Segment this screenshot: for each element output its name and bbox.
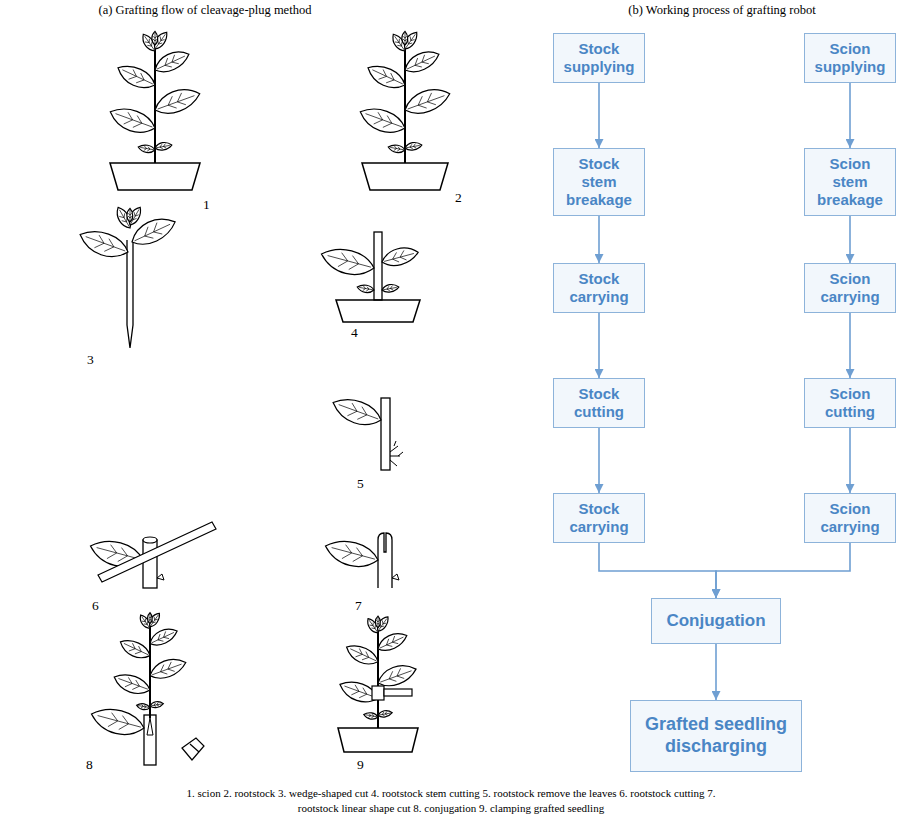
art-shape [322, 535, 381, 572]
box-label: Stock carrying [560, 500, 638, 536]
process-box: Grafted seedling discharging [630, 700, 802, 772]
art-shape [372, 686, 384, 700]
callout-number: 2 [455, 190, 462, 206]
box-label: Scion stem breakage [811, 155, 889, 209]
art-shape [143, 540, 157, 588]
flow-arrow [599, 543, 716, 598]
process-box: Scion supplying [804, 33, 896, 83]
art-shape [338, 728, 418, 752]
box-label: Scion supplying [811, 40, 889, 76]
process-box: Scion carrying [804, 263, 896, 313]
flow-arrow [849, 216, 851, 263]
art-shape [318, 243, 377, 280]
split-rootstock [322, 533, 399, 588]
art-shape [356, 30, 452, 163]
box-label: Scion carrying [811, 270, 889, 306]
art-shape [127, 240, 133, 348]
art-shape [357, 284, 375, 294]
art-shape [143, 537, 157, 543]
box-label: Conjugation [666, 611, 765, 631]
figure-caption: 1. scion 2. rootstock 3. wedge-shaped cu… [171, 786, 731, 816]
grafted-seedling [337, 615, 419, 752]
art-shape [392, 574, 399, 580]
flow-arrow [598, 313, 600, 378]
callout-number: 1 [203, 197, 210, 213]
art-shape [381, 283, 399, 293]
art-shape [390, 441, 403, 466]
art-shape [76, 225, 131, 263]
process-box: Stock carrying [553, 263, 645, 313]
art-shape [144, 715, 156, 765]
callout-number: 5 [357, 476, 364, 492]
flow-arrow [598, 216, 600, 263]
panel-heading: (b) Working process of grafting robot [628, 3, 815, 18]
art-shape [384, 689, 412, 696]
process-box: Stock cutting [553, 378, 645, 428]
flow-arrow [598, 83, 600, 148]
flow-arrow [598, 428, 600, 493]
rootstock-plant [356, 30, 452, 190]
art-shape [336, 300, 420, 322]
scion-plant [106, 30, 202, 190]
art-shape [182, 738, 204, 760]
art-shape [98, 522, 216, 582]
panel-heading: (a) Grafting flow of cleavage-plug metho… [99, 3, 312, 18]
callout-number: 8 [86, 757, 93, 773]
rootstock-cutting [87, 522, 216, 588]
art-shape [106, 30, 202, 163]
wedge-cut-scion [76, 205, 179, 348]
box-label: Scion carrying [811, 500, 889, 536]
art-shape [126, 205, 144, 227]
art-shape [88, 703, 147, 740]
process-box: Stock carrying [553, 493, 645, 543]
box-label: Stock supplying [560, 40, 638, 76]
flow-arrow [849, 428, 851, 493]
art-shape [127, 208, 133, 222]
callout-number: 7 [355, 598, 362, 614]
flow-arrow [715, 644, 717, 700]
box-label: Stock stem breakage [560, 155, 638, 209]
process-box: Stock stem breakage [553, 148, 645, 216]
box-label: Grafted seedling discharging [637, 714, 795, 757]
callout-number: 3 [87, 352, 94, 368]
art-shape [111, 611, 188, 718]
conjugation-figure [88, 611, 204, 765]
process-box: Scion cutting [804, 378, 896, 428]
leafless-rootstock [329, 393, 403, 470]
box-label: Stock cutting [560, 385, 638, 421]
process-box: Scion carrying [804, 493, 896, 543]
cut-rootstock [318, 232, 420, 322]
art-shape [113, 205, 134, 231]
process-box: Conjugation [651, 598, 781, 644]
art-shape [374, 232, 382, 300]
art-shape [337, 615, 419, 728]
box-label: Scion cutting [811, 385, 889, 421]
art-shape [157, 574, 164, 580]
art-shape [380, 244, 420, 269]
art-shape [381, 398, 390, 470]
callout-number: 6 [92, 598, 99, 614]
callout-number: 4 [351, 325, 358, 341]
box-label: Stock carrying [560, 270, 638, 306]
flow-arrow [716, 543, 850, 598]
art-shape [362, 163, 448, 190]
process-box: Stock supplying [553, 33, 645, 83]
flow-arrow [849, 313, 851, 378]
art-shape [378, 533, 392, 588]
callout-number: 9 [357, 757, 364, 773]
art-shape [147, 718, 153, 735]
process-box: Scion stem breakage [804, 148, 896, 216]
flow-arrow [849, 83, 851, 148]
art-shape [110, 163, 200, 190]
art-shape [329, 393, 384, 431]
